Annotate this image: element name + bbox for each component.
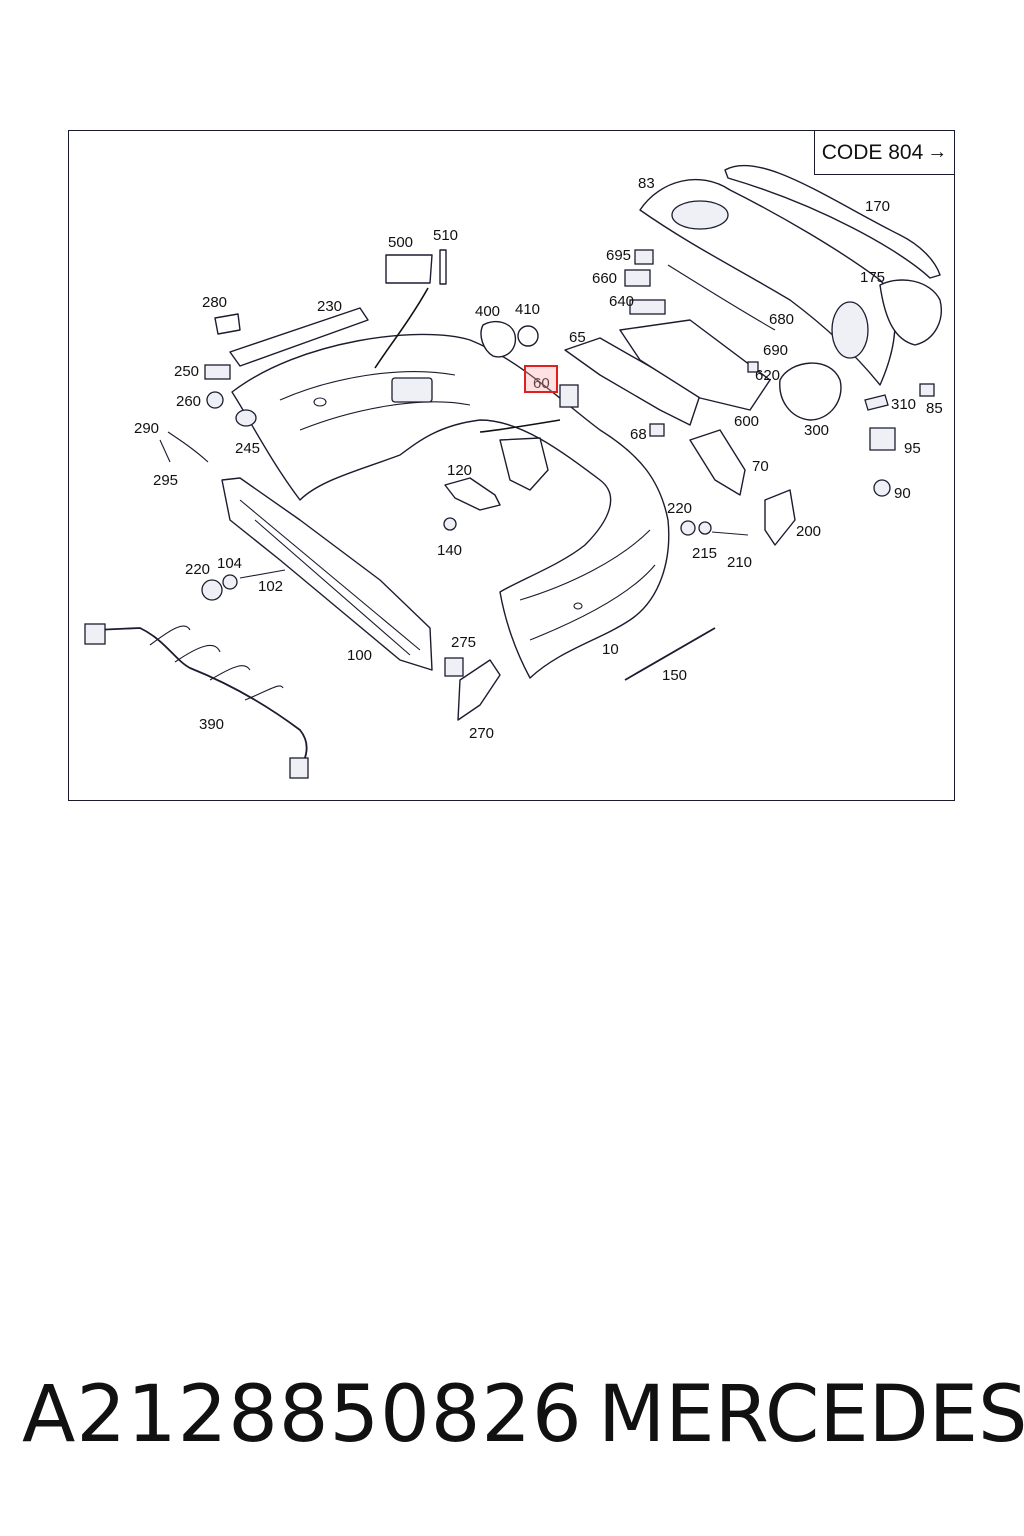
cable-680 xyxy=(667,264,776,331)
washer-215 xyxy=(698,521,712,535)
callout-640: 640 xyxy=(609,293,634,310)
part-640 xyxy=(629,299,666,315)
bolt-210 xyxy=(711,531,749,536)
part-695 xyxy=(634,249,654,265)
brand-name: MERCEDES xyxy=(598,1370,1024,1460)
code-label: CODE 804 xyxy=(821,140,924,164)
callout-250: 250 xyxy=(174,363,199,380)
bracket-65 xyxy=(564,337,701,426)
callout-390: 390 xyxy=(199,716,224,733)
callout-102: 102 xyxy=(258,578,283,595)
strip-230 xyxy=(229,307,369,367)
connector-390-a xyxy=(84,623,106,645)
callout-104: 104 xyxy=(217,555,242,572)
clip-280 xyxy=(214,313,241,335)
callout-510: 510 xyxy=(433,227,458,244)
callout-140: 140 xyxy=(437,542,462,559)
callout-290: 290 xyxy=(134,420,159,437)
bolt-102 xyxy=(239,569,286,579)
harness-390 xyxy=(94,627,308,769)
strip-290 xyxy=(167,431,209,463)
code-label-box: CODE 804 → xyxy=(814,130,955,175)
callout-245: 245 xyxy=(235,440,260,457)
callout-300: 300 xyxy=(804,422,829,439)
part-620 xyxy=(747,361,759,373)
callout-68: 68 xyxy=(630,426,647,443)
part-85 xyxy=(919,383,935,397)
callout-120: 120 xyxy=(447,462,472,479)
callout-280: 280 xyxy=(202,294,227,311)
footer: A2128850826 MERCEDES xyxy=(0,1370,1024,1470)
strip-150 xyxy=(624,627,716,681)
callout-100: 100 xyxy=(347,647,372,664)
callout-295: 295 xyxy=(153,472,178,489)
clip-250 xyxy=(204,364,231,380)
tip-175 xyxy=(879,279,942,346)
callout-85: 85 xyxy=(926,400,943,417)
callout-90: 90 xyxy=(894,485,911,502)
arrow-right-icon: → xyxy=(927,141,948,163)
bracket-60 xyxy=(559,384,579,408)
plug-245 xyxy=(235,409,257,427)
callout-220-right: 220 xyxy=(667,500,692,517)
bumper-cover-10 xyxy=(231,333,670,679)
callout-83: 83 xyxy=(638,175,655,192)
bracket-duo xyxy=(499,437,549,491)
callout-230: 230 xyxy=(317,298,342,315)
callout-680: 680 xyxy=(769,311,794,328)
callout-660: 660 xyxy=(592,270,617,287)
callout-275: 275 xyxy=(451,634,476,651)
bracket-120 xyxy=(444,477,501,511)
nut-95 xyxy=(869,427,896,451)
sensor-400 xyxy=(480,320,517,358)
callout-170: 170 xyxy=(865,198,890,215)
callout-600: 600 xyxy=(734,413,759,430)
cover-300 xyxy=(779,362,842,421)
callout-210: 210 xyxy=(727,554,752,571)
highlighted-part-box xyxy=(524,365,558,393)
absorber-100 xyxy=(221,477,433,671)
callout-65: 65 xyxy=(569,329,586,346)
screw-90 xyxy=(873,479,891,497)
callout-220-left: 220 xyxy=(185,561,210,578)
part-number: A2128850826 xyxy=(22,1370,583,1460)
screw-260 xyxy=(206,391,224,409)
bracket-70 xyxy=(689,429,746,496)
trim-strip-170 xyxy=(724,164,941,279)
connector-390-b xyxy=(289,757,309,779)
part-68 xyxy=(649,423,665,437)
bracket-600 xyxy=(619,319,771,411)
callout-620: 620 xyxy=(755,367,780,384)
callout-60: 60 xyxy=(533,375,550,392)
callout-150: 150 xyxy=(662,667,687,684)
strip-510 xyxy=(439,249,447,285)
callout-175: 175 xyxy=(860,269,885,286)
callout-410: 410 xyxy=(515,301,540,318)
washer-220 xyxy=(201,579,223,601)
callout-95: 95 xyxy=(904,440,921,457)
washer-220-b xyxy=(680,520,696,536)
callout-310: 310 xyxy=(891,396,916,413)
clip-310 xyxy=(864,394,889,411)
bracket-270 xyxy=(457,659,501,721)
callout-400: 400 xyxy=(475,303,500,320)
callout-200: 200 xyxy=(796,523,821,540)
reflector-500 xyxy=(385,254,433,284)
clip-275 xyxy=(444,657,464,677)
washer-104 xyxy=(222,574,238,590)
callout-695: 695 xyxy=(606,247,631,264)
callout-70: 70 xyxy=(752,458,769,475)
bracket-200 xyxy=(764,489,796,546)
callout-500: 500 xyxy=(388,234,413,251)
ring-410 xyxy=(517,325,539,347)
part-660 xyxy=(624,269,651,287)
callout-690: 690 xyxy=(763,342,788,359)
screw-295 xyxy=(159,439,171,463)
callout-10: 10 xyxy=(602,641,619,658)
parts-diagram: 83 170 175 695 660 640 680 690 620 500 5… xyxy=(84,164,943,779)
callout-215: 215 xyxy=(692,545,717,562)
callout-270: 270 xyxy=(469,725,494,742)
callout-260: 260 xyxy=(176,393,201,410)
screw-140 xyxy=(443,517,457,531)
